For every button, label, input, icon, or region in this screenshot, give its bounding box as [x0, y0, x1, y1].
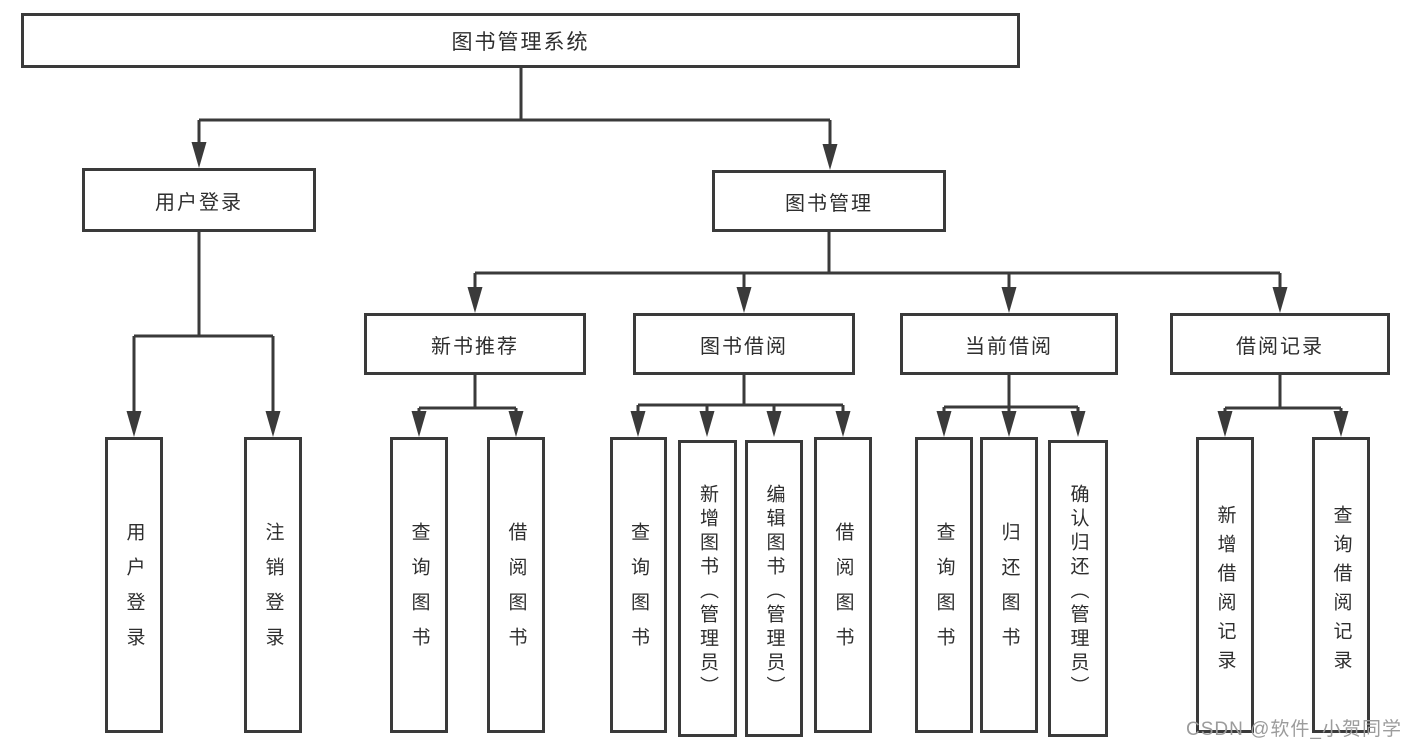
node-label: 注销登录: [262, 522, 284, 662]
node-book-borrowing: 图书借阅: [633, 313, 855, 375]
leaf-borrow-books-2: 借阅图书: [814, 437, 872, 733]
arrowhead-icons: [126, 142, 1349, 437]
node-label: 编辑图书（管理员）: [763, 483, 785, 700]
node-user-login: 用户登录: [82, 168, 316, 232]
node-label: 图书管理系统: [451, 30, 590, 54]
node-label: 借阅图书: [832, 522, 854, 662]
node-label: 查询图书: [408, 522, 430, 662]
node-label: 新增图书（管理员）: [697, 483, 718, 700]
leaf-query-borrow-record: 查询借阅记录: [1312, 437, 1370, 733]
leaf-logout: 注销登录: [244, 437, 302, 733]
node-new-book-recommend: 新书推荐: [364, 313, 586, 375]
leaf-user-login: 用户登录: [105, 437, 163, 733]
node-book-management-system: 图书管理系统: [21, 13, 1020, 68]
node-label: 新增借阅记录: [1214, 505, 1236, 679]
node-label: 用户登录: [123, 522, 145, 662]
node-label: 图书管理: [785, 192, 873, 215]
node-label: 确认归还（管理员）: [1067, 483, 1089, 700]
leaf-borrow-books-1: 借阅图书: [487, 437, 545, 733]
node-label: 查询借阅记录: [1330, 505, 1352, 679]
node-label: 查询图书: [628, 522, 649, 662]
node-label: 新书推荐: [431, 335, 519, 358]
node-label: 用户登录: [155, 191, 243, 214]
leaf-return-books: 归还图书: [980, 437, 1038, 733]
leaf-query-books-3: 查询图书: [915, 437, 973, 733]
node-label: 查询图书: [933, 522, 955, 662]
node-label: 当前借阅: [965, 335, 1053, 358]
node-current-borrowing: 当前借阅: [900, 313, 1118, 375]
node-label: 归还图书: [998, 522, 1020, 662]
node-borrowing-records: 借阅记录: [1170, 313, 1390, 375]
leaf-query-books-2: 查询图书: [610, 437, 667, 733]
leaf-add-borrow-record: 新增借阅记录: [1196, 437, 1254, 733]
node-label: 借阅记录: [1236, 335, 1324, 358]
csdn-watermark: CSDN @软件_小贺同学: [1186, 719, 1402, 740]
node-book-management: 图书管理: [712, 170, 946, 232]
node-label: 图书借阅: [700, 335, 788, 358]
node-label: 借阅图书: [505, 522, 527, 662]
leaf-add-books-admin: 新增图书（管理员）: [678, 440, 737, 737]
leaf-edit-books-admin: 编辑图书（管理员）: [745, 440, 803, 737]
leaf-confirm-return-admin: 确认归还（管理员）: [1048, 440, 1108, 737]
leaf-query-books-1: 查询图书: [390, 437, 448, 733]
